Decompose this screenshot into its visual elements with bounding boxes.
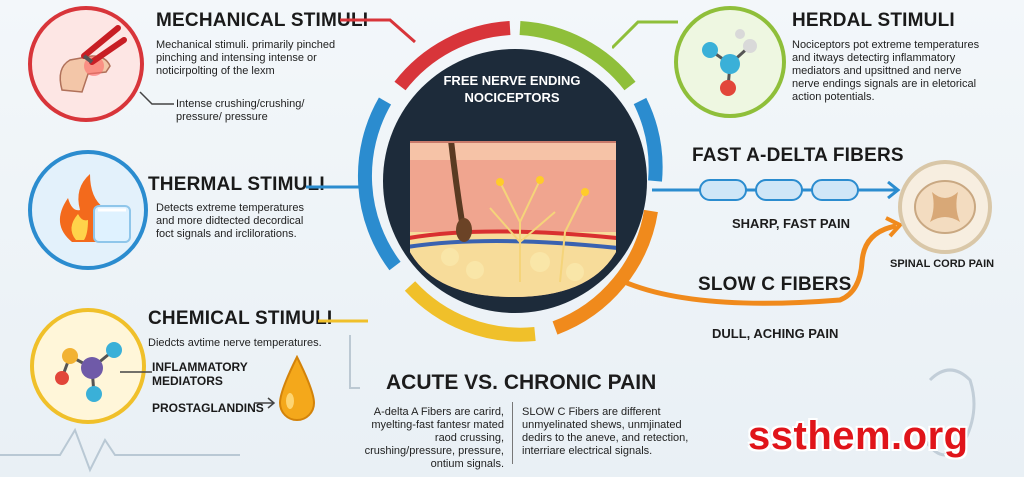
mechanical-connector: [139, 91, 174, 105]
inflammatory-connector: [120, 371, 152, 373]
mechanical-note: Intense crushing/crushing/ pressure/ pre…: [176, 98, 305, 123]
mechanical-link-line: [340, 18, 416, 44]
chemical-description: Diedcts avtime nerve temperatures.: [148, 337, 322, 349]
acute-left-text: A-delta A Fibers are carird, myelting-fa…: [364, 406, 504, 470]
herdal-title: HERDAL STIMULI: [792, 10, 955, 31]
mechanical-description: Mechanical stimuli. primarily pinched pi…: [156, 39, 336, 77]
mechanical-stimuli-icon: [28, 6, 144, 122]
slow-fibers-subtitle: DULL, ACHING PAIN: [712, 326, 839, 341]
watermark-logo: ssthem.org: [748, 414, 969, 458]
prostaglandins-label: PROSTAGLANDINS: [152, 401, 264, 415]
chemical-stimuli-icon: [30, 308, 146, 424]
chemical-title: CHEMICAL STIMULI: [148, 308, 333, 329]
chemical-link-line: [318, 319, 368, 323]
acute-divider: [512, 402, 513, 464]
acute-chronic-title: ACUTE VS. CHRONIC PAIN: [386, 371, 657, 394]
herdal-description: Nociceptors pot extreme temperatures and…: [792, 39, 980, 103]
inflammatory-mediators-label: INFLAMMATORY MEDIATORS: [152, 360, 248, 388]
herdal-link-line: [612, 20, 678, 50]
fast-fibers-title: FAST A-DELTA FIBERS: [692, 145, 904, 166]
thermal-stimuli-icon: [28, 150, 148, 270]
acute-right-text: SLOW C Fibers are different unmyelinated…: [522, 406, 689, 457]
herdal-stimuli-icon: [674, 6, 786, 118]
droplet-icon: [278, 355, 316, 421]
spinal-cord-label: SPINAL CORD PAIN: [890, 258, 995, 270]
skin-cross-section-icon: [410, 141, 616, 297]
thermal-title: THERMAL STIMULI: [148, 174, 325, 195]
slow-fiber-axon: [618, 216, 904, 306]
fast-fibers-subtitle: SHARP, FAST PAIN: [732, 216, 850, 231]
mechanical-title: MECHANICAL STIMULI: [156, 10, 369, 31]
spinal-cord-icon: [898, 160, 992, 254]
slow-fibers-title: SLOW C FIBERS: [698, 274, 852, 295]
center-title: FREE NERVE ENDING NOCICEPTORS: [443, 73, 581, 105]
fast-fiber-axon: [652, 179, 901, 201]
thermal-description: Detects extreme temperatures and more di…: [156, 202, 304, 240]
thermal-link-line: [306, 185, 368, 189]
prostaglandins-arrow: [254, 397, 276, 409]
